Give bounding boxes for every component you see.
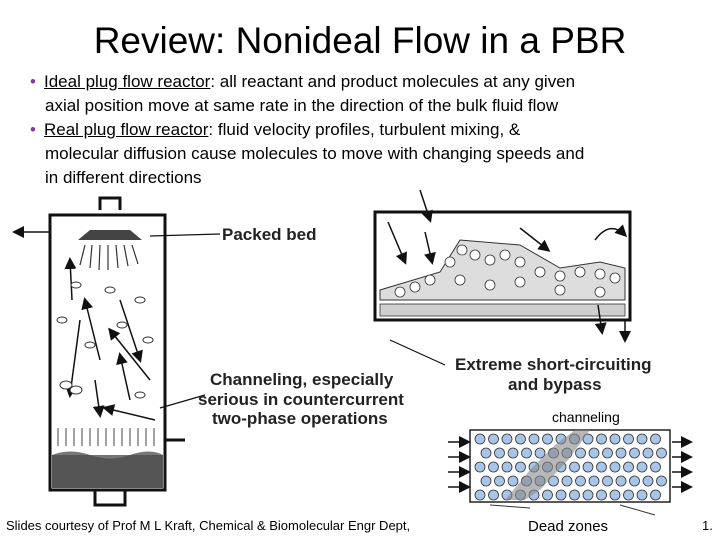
packing-particle	[488, 461, 499, 473]
bypass-bed	[373, 210, 632, 322]
packing-particle	[629, 447, 640, 459]
packing-particle	[515, 433, 526, 445]
packing-particle	[507, 475, 519, 487]
packing-particle	[515, 461, 526, 473]
packing-particle	[494, 475, 505, 487]
packing-particle	[623, 489, 634, 501]
packing-particle	[642, 447, 654, 459]
ideal-pfr-term: Ideal plug flow reactor	[44, 72, 211, 91]
packing-particle	[542, 489, 553, 501]
packing-particle	[596, 461, 607, 473]
packing-particle	[569, 489, 580, 501]
packing-particle	[636, 461, 648, 473]
real-pfr-cont: molecular diffusion cause molecules to m…	[45, 144, 585, 163]
packing-particle	[480, 447, 492, 459]
packed-bed-tower	[48, 196, 185, 507]
packing-particle	[488, 489, 499, 501]
packing-particle	[582, 461, 594, 473]
packing-particle	[501, 461, 513, 473]
packing-particle	[561, 475, 573, 487]
shortcircuit-label-2: and bypass	[508, 375, 602, 394]
channeling-label-3: two-phase operations	[212, 409, 388, 428]
packing-particle	[569, 461, 580, 473]
packing-particle	[548, 475, 559, 487]
packing-particle	[575, 475, 586, 487]
packing-particle	[528, 433, 540, 445]
bullet-marker: •	[30, 72, 36, 91]
slide-footer-tail: 1.	[702, 518, 713, 533]
tower-packing	[56, 281, 154, 399]
real-pfr-term: Real plug flow reactor	[44, 120, 209, 139]
packing-particle	[588, 447, 600, 459]
tower-liquid	[52, 425, 163, 488]
real-pfr-cont2: in different directions	[45, 168, 202, 187]
packing-particle	[636, 489, 648, 501]
packing-particle	[602, 447, 613, 459]
bullet-real-pfr: • Real plug flow reactor: fluid velocity …	[30, 118, 700, 190]
spray-head	[78, 230, 142, 271]
tower-flow-arrows	[12, 226, 156, 421]
dead-zones-label: Dead zones	[528, 518, 609, 535]
packing-particle	[555, 489, 567, 501]
packed-bed-label: Packed bed	[222, 225, 317, 244]
leader-lines	[149, 233, 446, 409]
shortcircuit-label-1: Extreme short-circuiting	[455, 355, 652, 374]
packing-particle	[542, 433, 553, 445]
packing-particle	[507, 447, 519, 459]
packing-particle	[494, 447, 505, 459]
packing-particle	[521, 447, 532, 459]
packing-particle	[602, 475, 613, 487]
packing-particle	[629, 475, 640, 487]
packing-particle	[474, 489, 486, 501]
packing-particle	[480, 475, 492, 487]
slide-footer: Slides courtesy of Prof M L Kraft, Chemi…	[6, 518, 411, 533]
packing-particle	[588, 475, 600, 487]
packing-particle	[474, 433, 486, 445]
packing-particle	[642, 475, 654, 487]
packing-particle	[609, 461, 621, 473]
bullet-marker: •	[30, 120, 36, 139]
packing-particle	[650, 461, 661, 473]
channeling-label-1: Channeling, especially	[210, 370, 394, 389]
packing-particle	[650, 489, 661, 501]
channeling-grid	[448, 429, 693, 516]
real-pfr-text: : fluid velocity profiles, turbulent mix…	[208, 120, 521, 139]
packing-particle	[501, 433, 513, 445]
packing-particle	[623, 433, 634, 445]
bypass-arrows	[387, 189, 631, 343]
ideal-pfr-text: : all reactant and product molecules at …	[210, 72, 576, 91]
channeling-label-2: serious in countercurrent	[198, 390, 404, 409]
packing-particle	[488, 433, 499, 445]
packing-particle	[596, 489, 607, 501]
packing-particle	[575, 447, 586, 459]
ideal-pfr-cont: axial position move at same rate in the …	[45, 96, 559, 115]
packing-particle	[656, 475, 667, 487]
channeling-small-label: channeling	[552, 409, 620, 425]
packing-particle	[609, 433, 621, 445]
packing-particle	[636, 433, 648, 445]
packing-particle	[650, 433, 661, 445]
packing-particle	[474, 461, 486, 473]
packing-particle	[656, 447, 667, 459]
bullet-ideal-pfr: • Ideal plug flow reactor: all reactant a…	[30, 70, 700, 118]
packing-particle	[623, 461, 634, 473]
packing-particle	[582, 489, 594, 501]
packing-particle	[615, 475, 627, 487]
packing-particle	[609, 489, 621, 501]
packing-particle	[534, 447, 546, 459]
slide-title: Review: Nonideal Flow in a PBR	[93, 20, 627, 61]
packing-particle	[596, 433, 607, 445]
packing-particle	[615, 447, 627, 459]
